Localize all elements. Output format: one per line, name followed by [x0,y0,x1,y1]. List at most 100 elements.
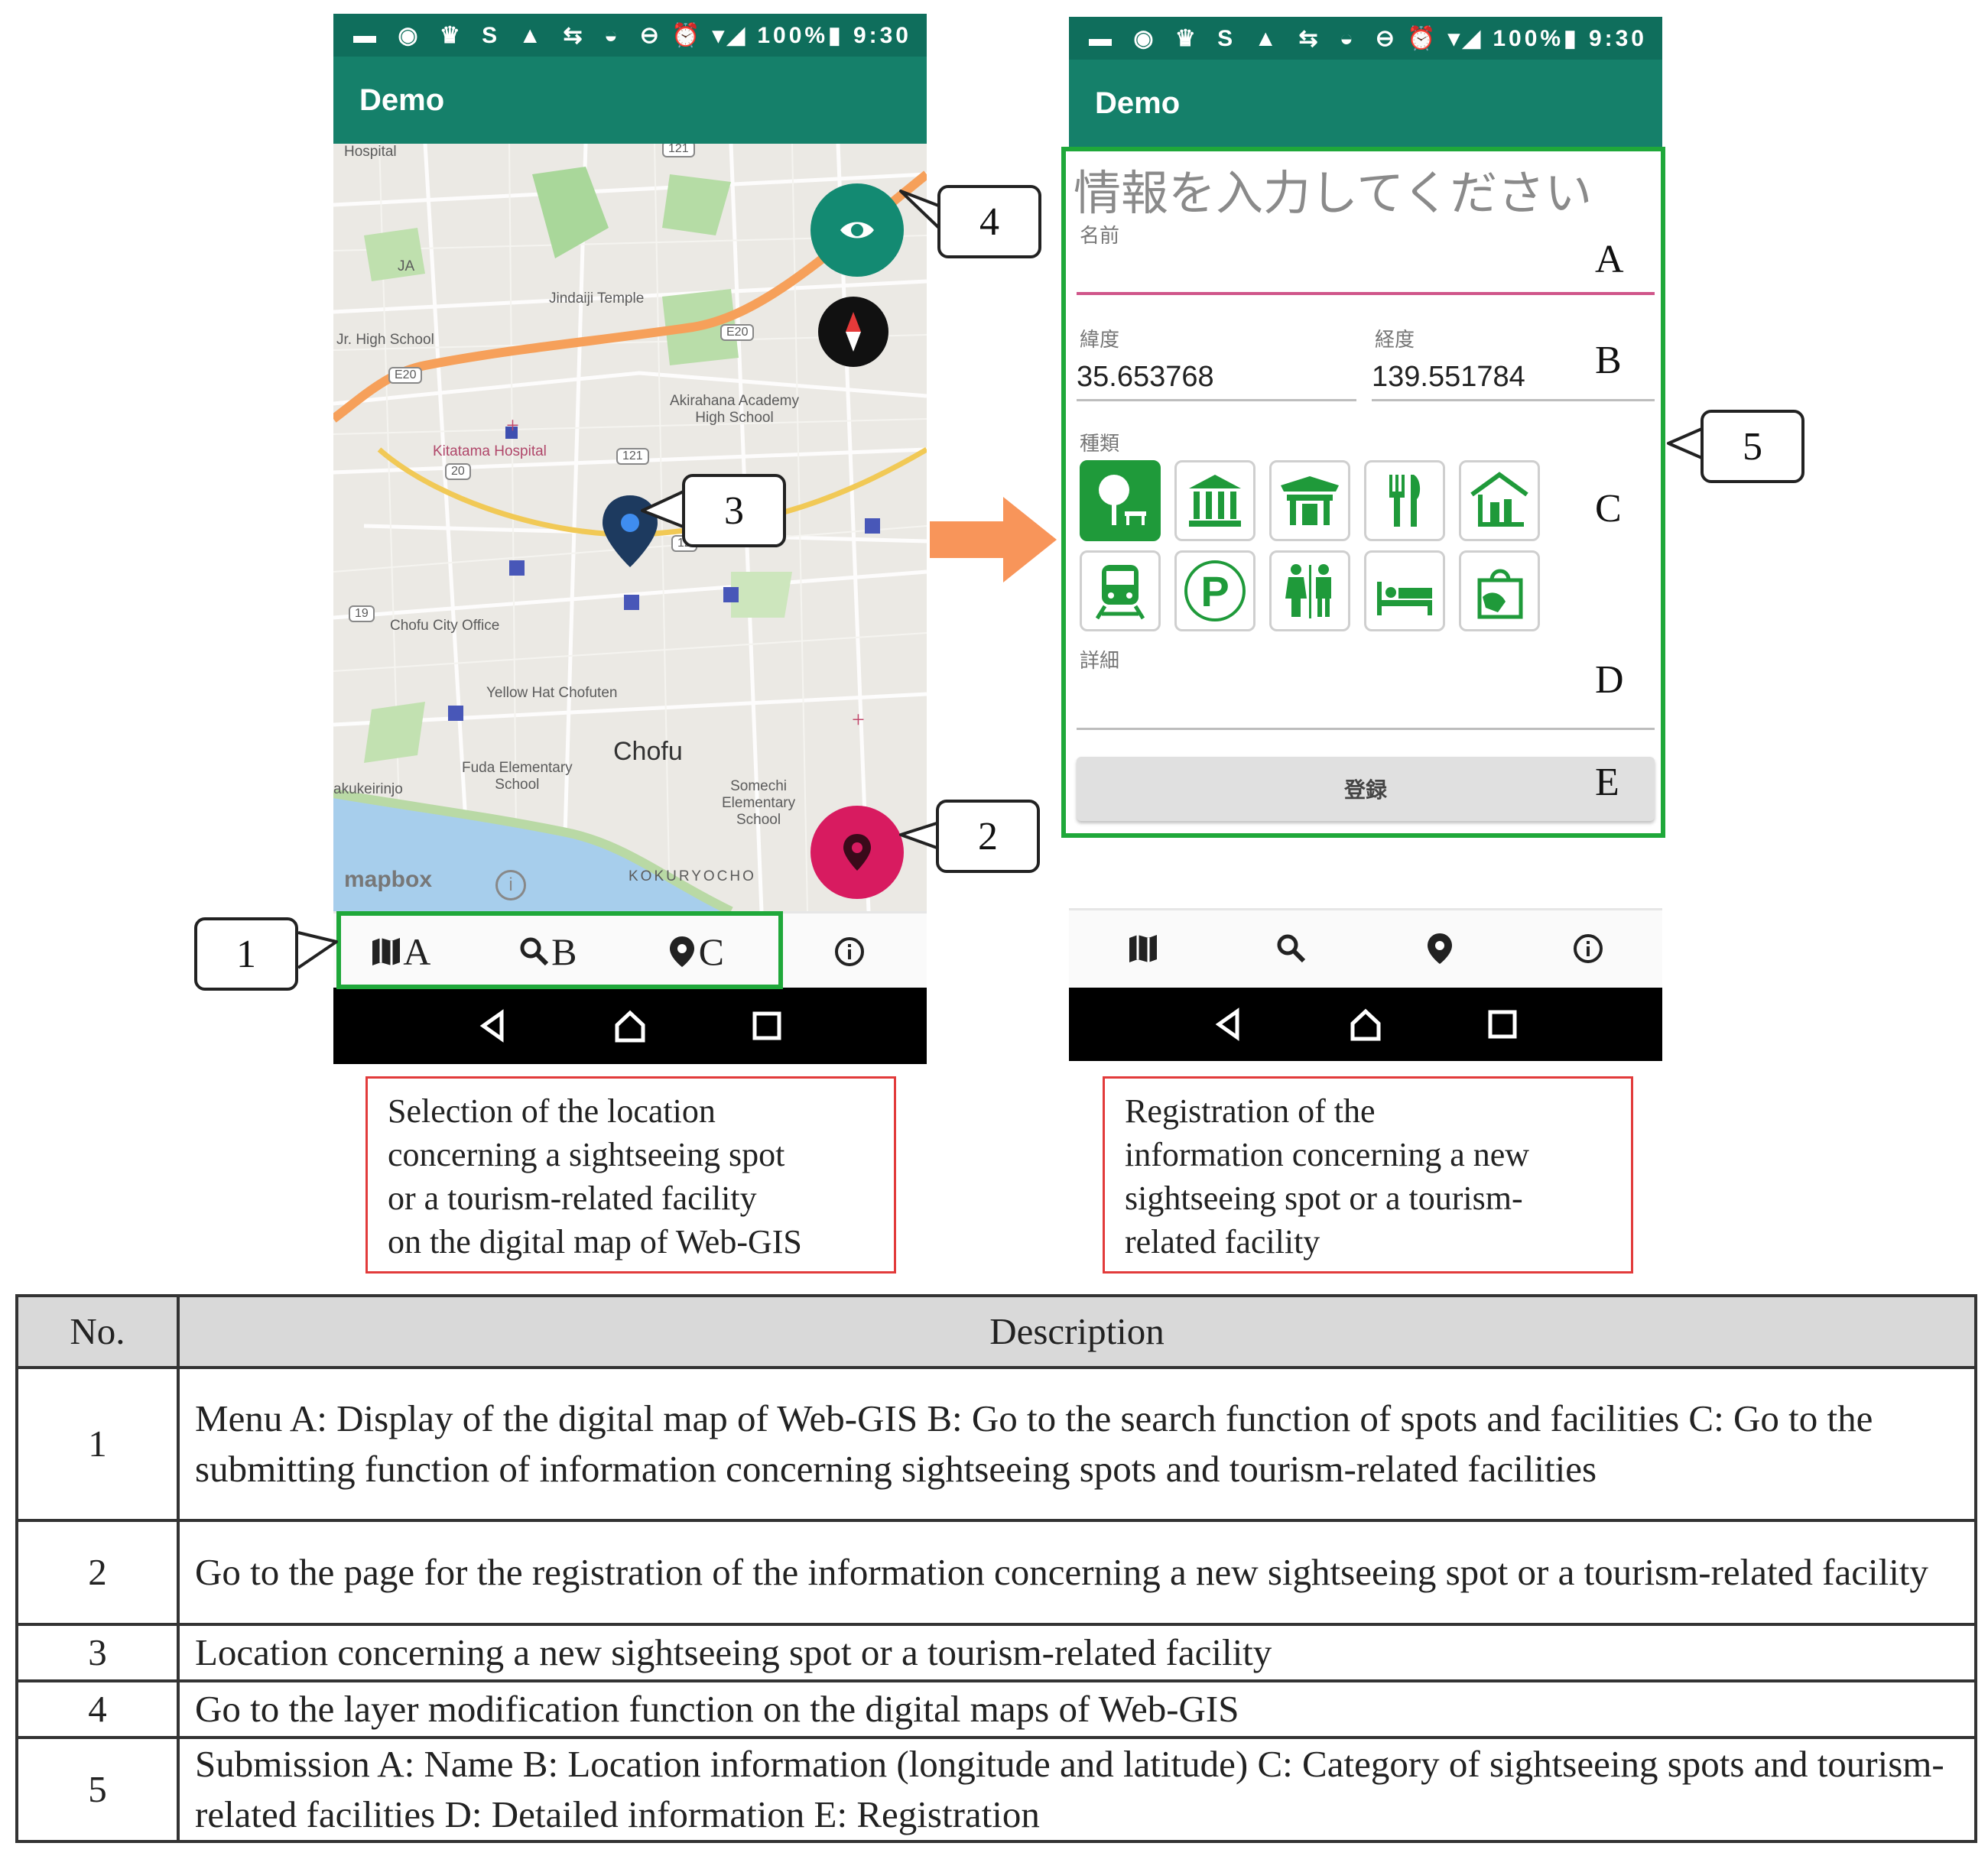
table-row: 3 Location concerning a new sightseeing … [15,1623,1977,1682]
callout-1-label: 1 [236,932,256,976]
location-pin-icon[interactable] [599,494,661,570]
menu-highlight-box [336,911,783,989]
map-info-icon[interactable]: i [495,870,526,900]
latitude-value: 35.653768 [1077,361,1214,393]
map-background: + + [333,144,927,911]
callout-4: 4 [937,185,1041,258]
category-restroom[interactable] [1269,550,1350,631]
map-label-ja: JA [398,258,415,274]
status-right-right: ⊖ ⏰ ▾◢ 100%▮ 9:30 [1375,25,1647,51]
row-description: Go to the page for the registration of t… [177,1519,1977,1626]
map-label-jr-high-school: Jr. High School [336,332,434,348]
road-sign-e20-west: E20 [388,367,423,384]
letter-b: B [1595,339,1622,382]
category-shop[interactable] [1459,460,1540,541]
recents-icon[interactable] [1483,1005,1522,1043]
road-sign-19: 19 [349,605,375,622]
detail-label: 詳細 [1080,650,1120,673]
detail-input[interactable] [1077,674,1655,730]
table-row: 1 Menu A: Display of the digital map of … [15,1366,1977,1522]
category-grid: P [1080,460,1540,631]
nav-label-b: B [551,930,577,973]
callout-pointers [297,190,1704,969]
right-phone-screen: ▬ ◉ ♛ S ▲ ⇆ ◒ ⊖ ⏰ ▾◢ 100%▮ 9:30 Demo 情報を… [1069,17,1662,1067]
app-bar-right: Demo [1069,60,1662,147]
recents-icon[interactable] [748,1007,786,1045]
restroom-icon [1285,564,1331,618]
system-navigation-bar-right [1069,988,1662,1061]
layer-toggle-fab[interactable] [810,183,904,277]
caption-right: Registration of the information concerni… [1103,1076,1633,1274]
row-no: 1 [15,1366,180,1522]
compass-icon [846,312,861,352]
map-icon [1129,935,1157,962]
nav-search-tab[interactable]: B [470,930,625,974]
nav-submit-tab-right[interactable] [1366,932,1514,965]
svg-text:+: + [506,413,519,438]
table-row: 2 Go to the page for the registration of… [15,1519,1977,1626]
registration-form: 情報を入力してください 名前 緯度 経度 35.653768 139.55178… [1069,147,1662,911]
map-label-somechi-elementary: Somechi Elementary School [722,778,796,828]
latitude-field[interactable]: 35.653768 [1077,356,1356,401]
nav-info-tab-right[interactable] [1514,932,1662,965]
callout-2: 2 [936,800,1040,873]
location-icon [1428,933,1452,964]
app-bar: Demo [333,57,927,144]
callout-3: 3 [682,474,786,547]
category-museum[interactable] [1174,460,1255,541]
callout-1: 1 [194,917,298,991]
compass-button[interactable] [818,297,888,367]
search-icon [520,937,549,966]
latitude-label: 緯度 [1080,329,1120,352]
nav-map-tab-right[interactable] [1069,932,1217,965]
map-label-kokuryocho: KOKURYOCHO [629,868,756,884]
register-button[interactable]: 登録 [1077,757,1655,821]
header-description: Description [177,1294,1977,1369]
status-icons-right: ▬ ◉ ♛ S ▲ ⇆ ◒ [1089,25,1362,51]
back-icon[interactable] [474,1007,512,1045]
location-icon [669,936,694,967]
bottom-navigation-right [1069,908,1662,987]
app-title-right: Demo [1095,86,1181,120]
row-no: 3 [15,1623,180,1682]
road-sign-e20: E20 [720,324,755,341]
map-label-hospital: Hospital [344,144,397,160]
category-parking[interactable]: P [1174,550,1255,631]
name-label: 名前 [1080,225,1120,248]
callout-2-label: 2 [978,814,998,858]
system-navigation-bar [333,988,927,1064]
home-icon[interactable] [611,1007,649,1045]
category-restaurant[interactable] [1364,460,1445,541]
back-icon[interactable] [1210,1005,1248,1043]
svg-text:+: + [852,707,865,732]
add-spot-fab[interactable] [810,806,904,899]
nav-map-tab[interactable]: A [333,930,478,974]
nav-search-tab-right[interactable] [1217,932,1366,965]
train-icon [1095,565,1145,620]
category-shrine[interactable] [1269,460,1350,541]
category-park[interactable] [1080,460,1161,541]
category-hotel[interactable] [1364,550,1445,631]
map-pin-icon [843,834,871,871]
name-input[interactable] [1077,246,1655,295]
longitude-label: 経度 [1375,329,1415,352]
form-heading: 情報を入力してください [1074,165,1593,221]
eye-icon [840,222,874,238]
road-sign-121-top: 121 [662,144,695,157]
park-icon [1099,475,1146,525]
category-souvenir[interactable] [1459,550,1540,631]
home-icon[interactable] [1346,1005,1385,1043]
letter-a: A [1595,238,1624,281]
map-label-kitatama-hospital: Kitatama Hospital [433,443,547,459]
status-icons: ▬ ◉ ♛ S ▲ ⇆ ◒ [353,22,626,48]
description-table: No. Description 1 Menu A: Display of the… [15,1294,1977,1843]
longitude-field[interactable]: 139.551784 [1372,356,1655,401]
nav-submit-tab[interactable]: C [617,930,772,974]
map-label-akirahana: Akirahana Academy High School [670,393,799,426]
register-button-label: 登録 [1343,777,1387,803]
caption-left: Selection of the location concerning a s… [365,1076,896,1274]
nav-info-tab[interactable] [772,935,927,969]
fork-knife-icon [1389,475,1421,527]
category-train[interactable] [1080,550,1161,631]
bed-icon [1377,582,1432,615]
